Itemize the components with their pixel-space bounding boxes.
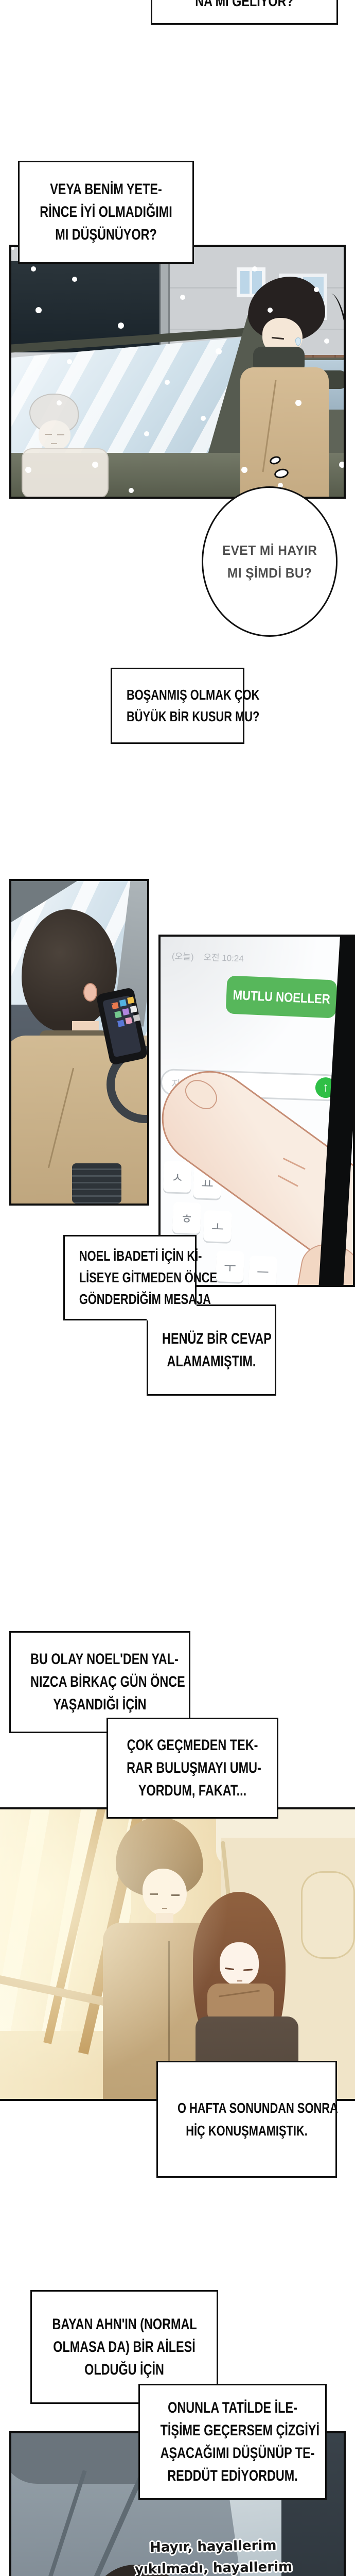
panel-street-car [9,245,346,499]
narration-line: ONUNLA TATİLDE İLE- [168,2399,297,2416]
panel-man-phone [9,879,149,1206]
bubble-line: MI ŞİMDİ BU? [227,565,312,581]
key-o[interactable]: ㅗ [203,1210,233,1242]
narration-cok: ÇOK GEÇMEDEN TEK- RAR BULUŞMAYI UMU- YOR… [106,1718,278,1819]
narration-na-mi: NA Mİ GELİYOR? [151,0,338,25]
panel-backseat-flashback [0,1807,355,2101]
narration-line: YAŞANDIĞI İÇİN [53,1696,147,1713]
panel-chat-screen: (오늘) 오전 10:24 MUTLU NOELLER 자 ↑ ㅅ ㅛ ㅔ ㅐ … [158,935,355,1287]
window-small-divider [250,271,252,294]
handwritten-line: Hayır, hayallerim [149,2537,277,2556]
narration-bu-olay: BU OLAY NOEL'DEN YAL- NIZCA BİRKAÇ GÜN Ö… [9,1631,190,1733]
man-figure [238,277,344,497]
narration-line: AŞACAĞIMI DÜŞÜNÜP TE- [160,2444,315,2462]
narration-line: OLDUĞU İÇİN [84,2361,164,2378]
driver-ear [83,983,97,1002]
narration-line: BAYAN AHN'IN (NORMAL [52,2315,197,2333]
sent-message-text: MUTLU NOELLER [232,987,331,1007]
narration-line: NA Mİ GELİYOR? [195,0,294,10]
air-vent [72,1163,121,1204]
key-eu[interactable]: ㅡ [248,1256,278,1285]
narration-line: OLMASA DA) BİR AİLESİ [53,2338,196,2355]
key-h[interactable]: ㅎ [172,1202,202,1234]
narration-line: NIZCA BİRKAÇ GÜN ÖNCE [30,1673,185,1690]
key-label: ㅅ [171,1170,184,1185]
narration-line: BU OLAY NOEL'DEN YAL- [30,1651,179,1668]
box-union-patch [108,1719,189,1732]
key-u[interactable]: ㅜ [215,1250,245,1282]
narration-o-hafta: O HAFTA SONUNDAN SONRA HİÇ KONUŞMAMIŞTIK… [156,2061,338,2178]
narration-line: GÖNDERDİĞİM MESAJA [79,1291,211,1307]
narration-onunla: ONUNLA TATİLDE İLE- TİŞİME GEÇERSEM ÇİZG… [138,2384,327,2500]
knuckle-crease-2 [277,1175,298,1187]
knuckle-crease-1 [282,1157,306,1170]
narration-line: REDDÜT EDİYORDUM. [167,2467,298,2484]
narration-line: RİNCE İYİ OLMADIĞIMI [40,204,172,221]
narration-line: YORDUM, FAKAT... [138,1782,247,1799]
key-s[interactable]: ㅅ [163,1161,192,1193]
chat-time-label: 오전 10:24 [203,952,244,964]
elder-mouth [51,443,57,444]
sweat-drop [295,337,301,346]
send-arrow-icon: ↑ [322,1080,329,1095]
warm-light-overlay [0,1809,355,2099]
box-union-patch [147,1304,197,1320]
man-coat [240,367,329,497]
narration-line: O HAFTA SONUNDAN SONRA [177,2099,338,2116]
chat-date-row: (오늘) 오전 10:24 [172,949,244,964]
narration-line: ALAMAMIŞTIM. [167,1352,256,1370]
narration-line: VEYA BENİM YETE- [50,181,162,198]
key-label: ㅜ [223,1259,237,1275]
narration-line: BOŞANMIŞ OLMAK ÇOK [126,687,260,703]
key-label: ㅎ [180,1211,193,1227]
narration-henuz: HENÜZ BİR CEVAP ALAMAMIŞTIM. [147,1304,276,1396]
thought-bubble-evet: EVET Mİ HAYIR MI ŞİMDİ BU? [202,486,338,637]
narration-line: TİŞİME GEÇERSEM ÇİZGİYİ [160,2421,320,2439]
sent-message-bubble: MUTLU NOELLER [225,975,338,1019]
pillar-line-2 [11,2470,87,2576]
elder-figure [22,394,112,497]
chat-date-label: (오늘) [171,951,194,962]
narration-line: MI DÜŞÜNÜYOR? [55,226,157,243]
key-label: ㅡ [256,1264,270,1280]
snow-dots [11,247,14,250]
bubble-line: EVET Mİ HAYIR [222,543,317,558]
handwritten-line: yıkılmadı, hayallerim [134,2559,293,2576]
narration-line: HİÇ KONUŞMAMIŞTIK. [186,2122,308,2139]
elder-body [22,448,109,497]
fingernail [180,1074,223,1114]
narration-line: ÇOK GEÇMEDEN TEK- [127,1737,258,1754]
narration-veya: VEYA BENİM YETE- RİNCE İYİ OLMADIĞIMI MI… [18,161,194,264]
elder-face [39,420,70,450]
narration-line: LİSEYE GİTMEDEN ÖNCE [79,1269,218,1285]
elder-eye-left [45,434,52,435]
handwritten-thought: Hayır, hayallerim yıkılmadı, hayallerim … [131,2534,296,2576]
narration-line: HENÜZ BİR CEVAP [162,1330,272,1347]
narration-line: NOEL İBADETİ İÇİN Kİ- [79,1248,202,1264]
wall-pole [159,247,170,354]
app-icons [112,1004,113,1005]
narration-line: BÜYÜK BİR KUSUR MU? [126,708,260,724]
box-union-patch [140,2385,217,2402]
elder-eye-right [57,434,64,435]
narration-line: RAR BULUŞMAYI UMU- [127,1759,261,1776]
key-label: ㅗ [211,1219,224,1235]
narration-bosanmis: BOŞANMIŞ OLMAK ÇOK BÜYÜK BİR KUSUR MU? [111,668,260,744]
narration-noel: NOEL İBADETİ İÇİN Kİ- LİSEYE GİTMEDEN ÖN… [63,1235,218,1320]
